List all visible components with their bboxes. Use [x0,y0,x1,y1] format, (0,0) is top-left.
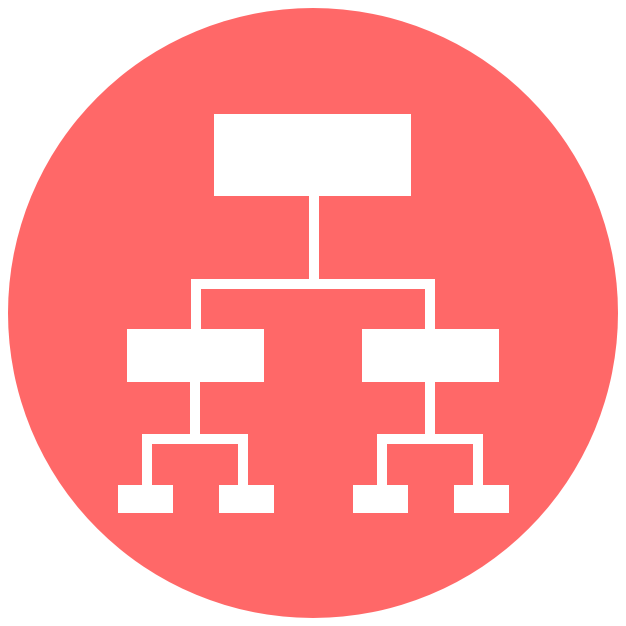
middle-right-node-box [362,329,499,382]
leaf-node-box-2 [219,485,274,513]
connector-right-left-drop [377,434,387,485]
connector-right-vertical [425,382,435,434]
connector-top-vertical [309,196,319,279]
circle-background [8,8,618,618]
top-node-box [214,114,411,196]
leaf-node-box-3 [353,485,408,513]
middle-left-node-box [127,329,264,382]
connector-top-horizontal [191,279,435,289]
leaf-node-box-1 [118,485,173,513]
connector-left-right-drop [238,434,248,485]
connector-top-right-drop [425,279,435,329]
connector-left-horizontal [142,434,248,444]
connector-right-horizontal [377,434,483,444]
leaf-node-box-4 [454,485,509,513]
connector-top-left-drop [191,279,201,329]
org-chart-glyph [118,114,509,513]
connector-left-vertical [190,382,200,434]
connector-right-right-drop [473,434,483,485]
connector-left-left-drop [142,434,152,485]
